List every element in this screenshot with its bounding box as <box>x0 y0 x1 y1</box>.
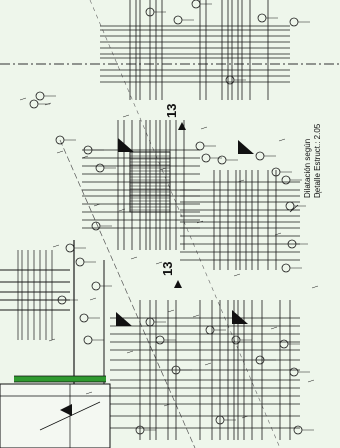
dimension-tick <box>233 273 241 277</box>
grid-bubble <box>285 201 295 211</box>
dimension-tick <box>163 403 171 407</box>
grid-bubble <box>257 13 267 23</box>
grid-bubble <box>91 281 101 291</box>
expansion-note: Dilatación según Detalle Estruct.: 2.05 <box>289 123 322 213</box>
dimension-tick <box>93 203 101 207</box>
grid-bubble <box>29 99 39 109</box>
dimension-tick <box>159 167 167 171</box>
grid-bubble <box>281 175 291 185</box>
dimension-tick <box>155 261 163 265</box>
dimension-tick <box>241 415 249 419</box>
grid-bubble <box>225 75 235 85</box>
grid-cluster-top <box>100 0 290 100</box>
dimension-tick <box>278 138 286 142</box>
dimension-tick <box>118 208 126 212</box>
dimension-tick <box>315 191 323 195</box>
diagonal-reference-line <box>59 139 196 448</box>
note-line-2: Detalle Estruct.: 2.05 <box>313 123 322 198</box>
grid-bubble <box>293 425 303 435</box>
grid-bubble <box>65 243 75 253</box>
section-triangle-marker <box>118 138 134 152</box>
dimension-tick <box>204 362 212 366</box>
dimension-tick <box>270 326 278 330</box>
dimension-tick <box>81 155 89 159</box>
dimension-tick <box>237 179 245 183</box>
dimension-tick <box>167 309 175 313</box>
dimension-tick <box>122 114 130 118</box>
grid-bubble <box>217 155 227 165</box>
grid-bubble <box>231 335 241 345</box>
dimension-tick <box>196 220 204 224</box>
dimension-tick <box>52 244 60 248</box>
grid-bubble <box>95 163 105 173</box>
dimension-tick <box>307 379 315 383</box>
section-mark-top: 13 <box>164 104 186 130</box>
grid-bubble <box>83 335 93 345</box>
dimension-tick <box>200 126 208 130</box>
grid-bubble <box>289 17 299 27</box>
grid-bubble <box>173 15 183 25</box>
dimension-tick <box>85 391 93 395</box>
grid-bubble <box>205 325 215 335</box>
dimension-tick <box>56 150 64 154</box>
grid-bubble <box>195 141 205 151</box>
grid-bubbles <box>29 0 314 435</box>
grid-bubble <box>281 263 291 273</box>
grid-bubble <box>255 151 265 161</box>
dimension-tick <box>89 297 97 301</box>
dimension-tick <box>19 97 27 101</box>
section-triangle-marker <box>232 310 248 324</box>
hatched-block <box>129 151 171 213</box>
grid-bubble <box>191 0 201 9</box>
grid-bubble <box>289 367 299 377</box>
green-band <box>14 376 106 382</box>
grid-bubble <box>279 339 289 349</box>
diagonal-reference-line <box>89 0 281 448</box>
dimension-tick <box>311 285 319 289</box>
note-line-1: Dilatación según <box>303 139 312 198</box>
grid-bubble <box>75 257 85 267</box>
grid-bubble <box>201 153 211 163</box>
grid-cluster-right <box>180 170 300 270</box>
dimension-ticks <box>19 97 323 419</box>
grid-bubble <box>155 335 165 345</box>
grid-bubble <box>91 221 101 231</box>
section-mark-bottom-label: 13 <box>160 262 175 276</box>
dimension-tick <box>44 102 52 106</box>
grid-bubble <box>79 313 89 323</box>
grid-bubble <box>35 91 45 101</box>
grid-cluster-bottom <box>110 300 300 440</box>
section-triangle-marker <box>116 312 132 326</box>
detail-box <box>0 383 111 448</box>
dimension-tick <box>48 338 56 342</box>
dimension-tick <box>130 256 138 260</box>
dimension-tick <box>126 350 134 354</box>
dimension-tick <box>192 314 200 318</box>
section-mark-bottom: 13 <box>160 262 182 288</box>
dimension-tick <box>274 232 282 236</box>
section-triangle-marker <box>238 140 254 154</box>
section-mark-top-label: 13 <box>164 104 179 118</box>
